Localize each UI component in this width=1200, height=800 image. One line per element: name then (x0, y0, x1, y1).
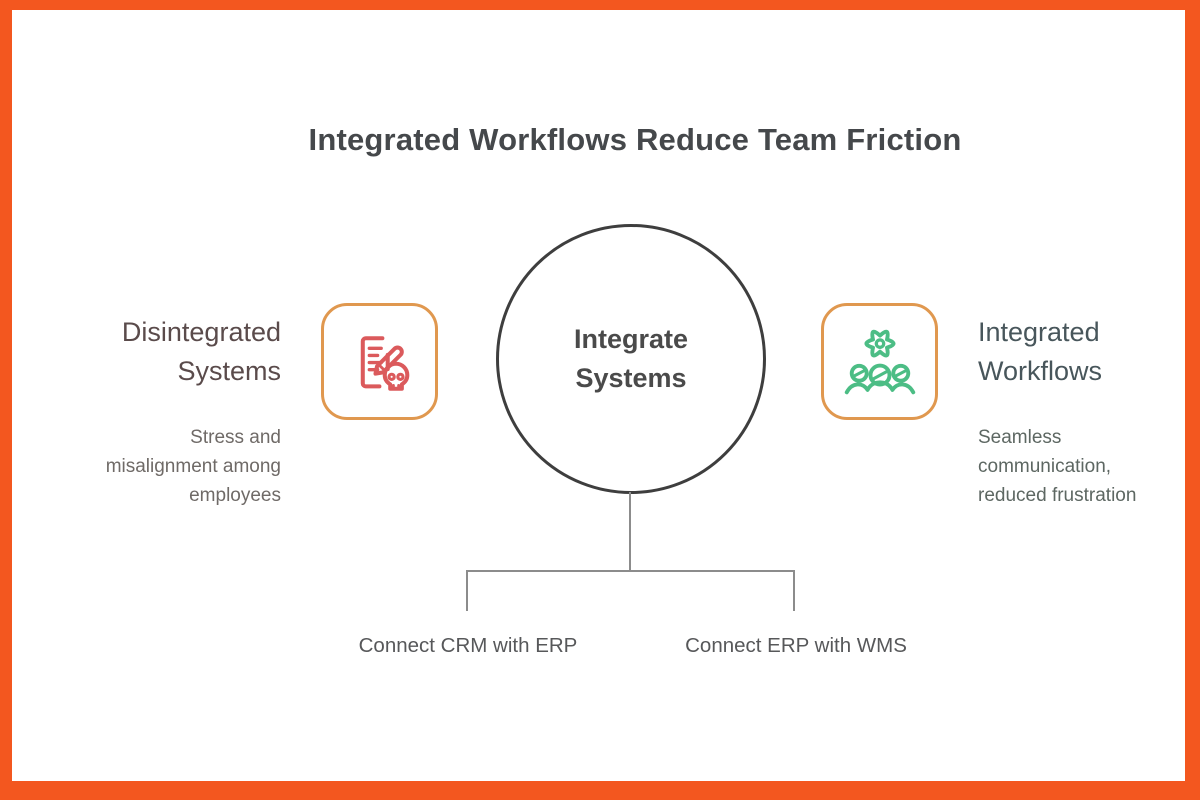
branch-label-erp-wms: Connect ERP with WMS (685, 634, 907, 657)
connector-left-drop (466, 570, 468, 611)
right-heading: Integrated Workflows (978, 317, 1103, 386)
document-pencil-skull-icon (360, 335, 409, 391)
connector-crossbar (466, 570, 795, 572)
branch-label-crm-erp: Connect CRM with ERP (358, 634, 578, 657)
left-icon-box (321, 303, 438, 420)
center-node-label: Integrate Systems (573, 324, 689, 393)
connector-right-drop (793, 570, 795, 611)
center-node: Integrate Systems (496, 224, 766, 494)
right-icon-box (821, 303, 938, 420)
team-gear-icon (844, 329, 915, 394)
left-heading: Disintegrated Systems (121, 317, 281, 386)
page-title: Integrated Workflows Reduce Team Frictio… (308, 122, 962, 157)
left-description: Stress and misalignment among employees (105, 427, 281, 506)
connector-stem (629, 492, 631, 572)
right-description: Seamless communication, reduced frustrat… (978, 427, 1137, 506)
